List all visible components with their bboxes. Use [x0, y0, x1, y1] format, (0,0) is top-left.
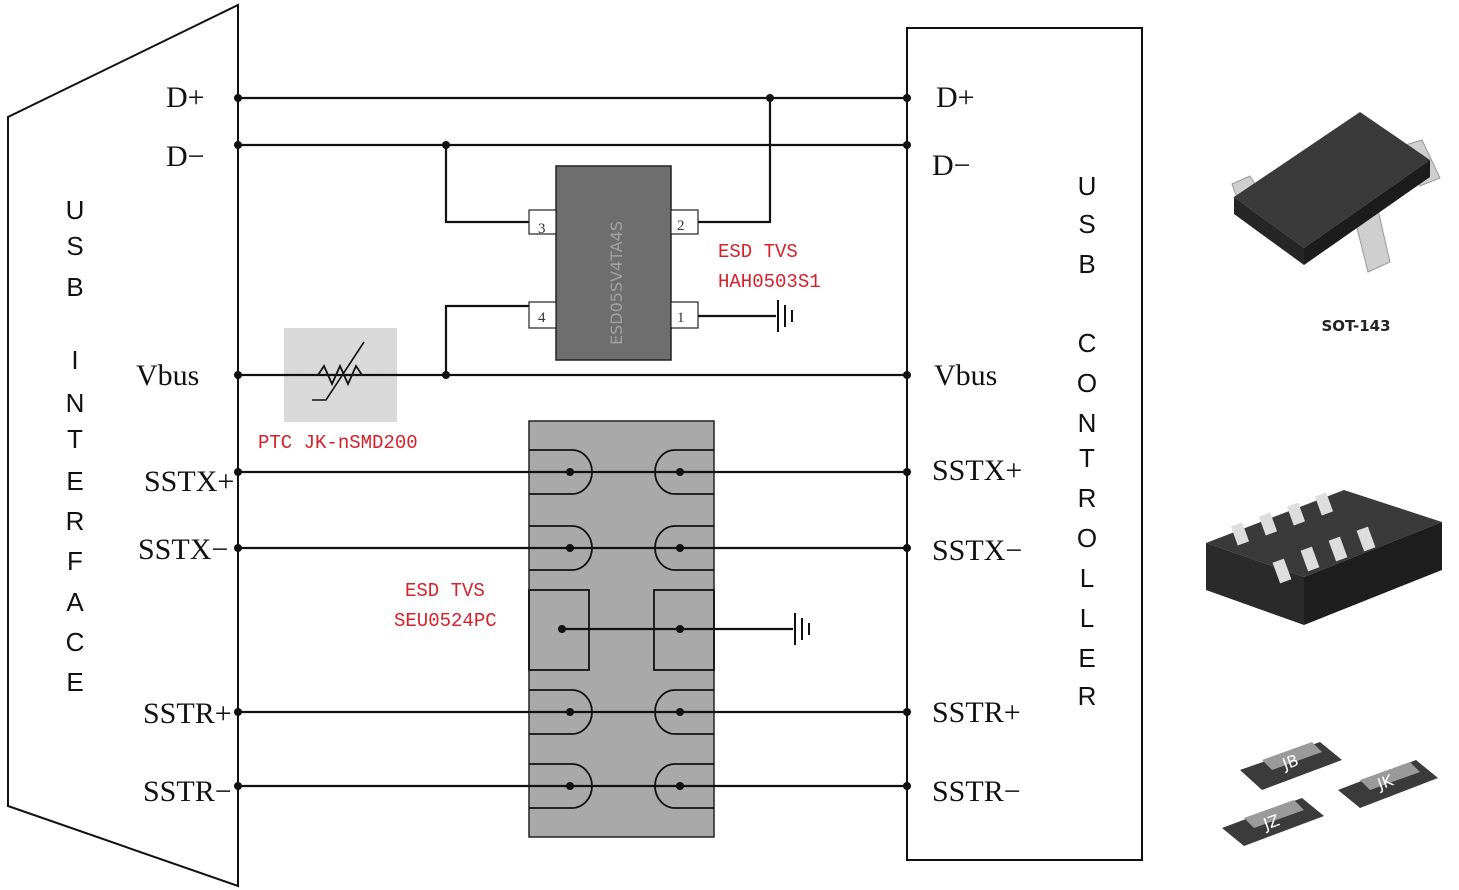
pad-right — [654, 449, 714, 495]
right-title-letter: R — [1078, 681, 1097, 711]
pad-left — [528, 589, 590, 671]
smd-fuse-image: JK — [1338, 760, 1438, 808]
left-signal-sstx-plus: SSTX+ — [144, 465, 234, 498]
tvs-large-pads — [528, 449, 715, 809]
ptc-thermistor-symbol — [300, 341, 380, 401]
left-title-letter: N — [66, 388, 85, 418]
sot143-label: SOT-143 — [1321, 317, 1390, 335]
fuse-marking: JZ — [1260, 811, 1282, 835]
left-title-letter: E — [66, 667, 83, 697]
smd-fuse-image: JB — [1240, 742, 1342, 790]
right-title-letter: O — [1077, 523, 1097, 553]
pad-left — [529, 689, 593, 735]
tvs-large-label-line2: SEU0524PC — [394, 610, 497, 632]
left-title-letter: S — [66, 231, 83, 261]
ptc-label: PTC JK-nSMD200 — [258, 432, 418, 454]
pin-number: 3 — [538, 221, 546, 237]
pin-box-3 — [528, 209, 557, 235]
ground-symbol — [794, 613, 810, 645]
left-title-letter: E — [66, 466, 83, 496]
pad-left — [529, 449, 593, 495]
pad-right — [654, 689, 714, 735]
right-title-letter: L — [1080, 603, 1094, 633]
fuse-marking: JB — [1279, 751, 1301, 775]
tvs-small-marking: ESD05SV4TA4S — [607, 221, 626, 345]
smd-fuse-image: JZ — [1222, 798, 1324, 846]
pin-number: 1 — [677, 310, 685, 326]
left-signal-dplus: D+ — [166, 81, 205, 114]
pad-right — [653, 589, 715, 671]
usb-controller-title: U S B C O N T R O L L E R — [1077, 171, 1097, 711]
right-signal-sstr-minus: SSTR− — [932, 775, 1021, 808]
pad-left — [529, 763, 593, 809]
pad-right — [654, 763, 714, 809]
pin-box-1 — [670, 301, 699, 329]
left-signal-sstx-minus: SSTX− — [138, 533, 228, 566]
left-title-letter: B — [66, 272, 83, 302]
pin-box-2 — [670, 209, 699, 235]
right-title-letter: U — [1078, 171, 1097, 201]
dfn-package-image — [1206, 490, 1442, 625]
right-signal-dplus: D+ — [936, 81, 975, 114]
usb-interface-block — [7, 3, 239, 888]
left-title-letter: A — [66, 587, 84, 617]
junction-dots — [234, 94, 911, 790]
left-signal-vbus: Vbus — [136, 359, 199, 392]
wire-dplus-to-pin2 — [698, 98, 772, 224]
fuse-marking: JK — [1374, 771, 1396, 795]
right-title-letter: L — [1080, 563, 1094, 593]
wire-dminus-to-pin3 — [444, 145, 529, 224]
left-title-letter: I — [71, 345, 78, 375]
tvs-large-label-line1: ESD TVS — [405, 580, 485, 602]
right-title-letter: T — [1079, 443, 1095, 473]
tvs-small-chip: ESD05SV4TA4S 3 2 4 1 — [528, 165, 699, 361]
right-title-letter: O — [1077, 368, 1097, 398]
ground-symbol — [777, 300, 793, 332]
left-title-letter: R — [66, 506, 85, 536]
right-title-letter: S — [1078, 209, 1095, 239]
usb-controller-block — [906, 27, 1143, 861]
right-title-letter: C — [1078, 328, 1097, 358]
pin-box-4 — [528, 301, 557, 329]
tvs-small-label-line2: HAH0503S1 — [718, 271, 821, 293]
left-title-letter: C — [66, 627, 85, 657]
left-title-letter: T — [67, 424, 83, 454]
right-signal-sstx-minus: SSTX− — [932, 534, 1022, 567]
right-signal-vbus: Vbus — [934, 359, 997, 392]
left-title-letter: F — [67, 546, 83, 576]
right-signal-sstx-plus: SSTX+ — [932, 454, 1022, 487]
right-title-letter: E — [1078, 643, 1095, 673]
right-signal-sstr-plus: SSTR+ — [932, 696, 1021, 729]
usb-interface-title: U S B I N T E R F A C E — [66, 195, 85, 697]
pin-number: 2 — [677, 218, 685, 234]
left-title-letter: U — [66, 195, 85, 225]
pad-left — [529, 525, 593, 571]
tvs-small-label-line1: ESD TVS — [718, 241, 798, 263]
right-title-letter: N — [1078, 408, 1097, 438]
pad-right — [654, 525, 714, 571]
wire-vbus-to-pin4 — [444, 304, 529, 375]
right-title-letter: R — [1078, 483, 1097, 513]
sot143-package-image — [1231, 112, 1441, 273]
pin-number: 4 — [538, 310, 546, 326]
right-title-letter: B — [1078, 249, 1095, 279]
left-signal-sstr-minus: SSTR− — [143, 775, 232, 808]
left-signal-sstr-plus: SSTR+ — [143, 697, 232, 730]
right-signal-dminus: D− — [932, 149, 971, 182]
left-signal-dminus: D− — [166, 140, 205, 173]
